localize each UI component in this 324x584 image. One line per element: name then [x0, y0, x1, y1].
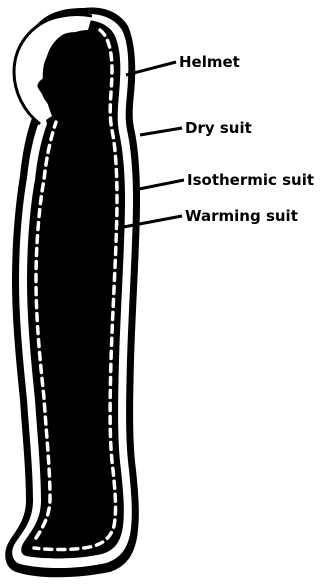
warming-suit-label: Warming suit [185, 207, 298, 225]
dry-suit-label: Dry suit [185, 119, 252, 137]
labels: Helmet Dry suit Isothermic suit Warming … [179, 53, 314, 225]
isothermic-suit-label: Isothermic suit [187, 171, 314, 189]
helmet-label: Helmet [179, 53, 240, 71]
dry-suit-leader-line [140, 128, 182, 135]
isothermic-suit-leader-line [134, 180, 184, 190]
